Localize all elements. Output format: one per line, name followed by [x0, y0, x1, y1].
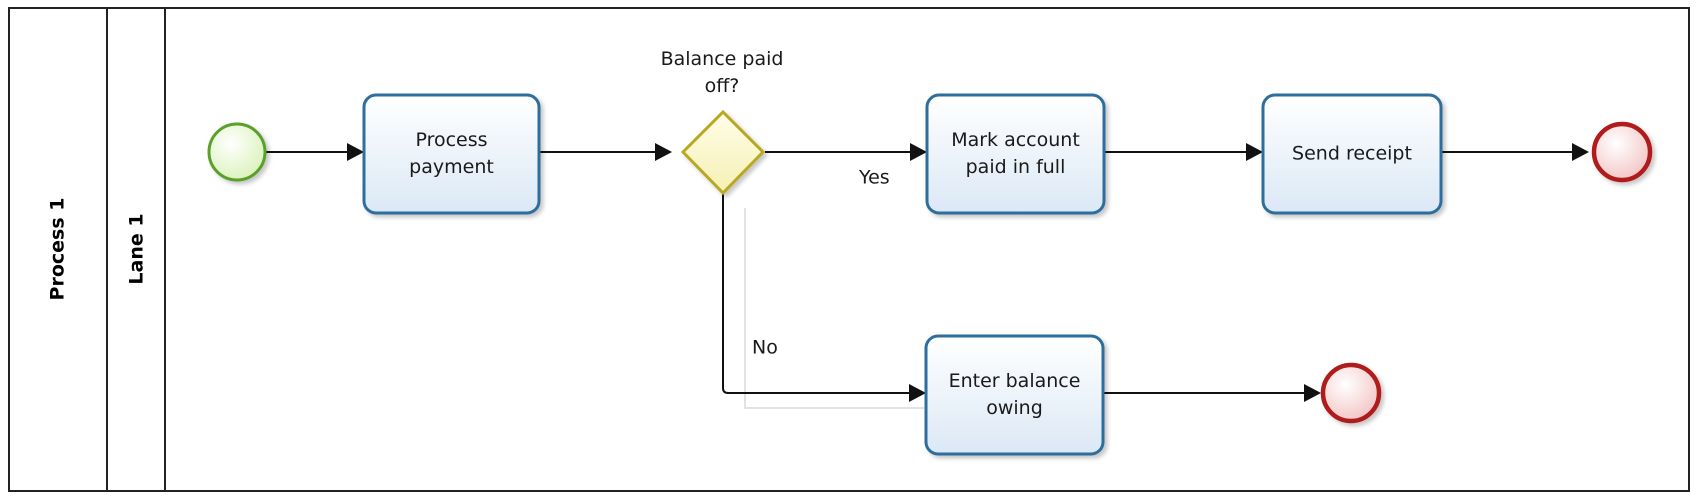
arrowhead	[655, 143, 672, 161]
label-line: Balance paid	[661, 48, 784, 70]
no-flow-shadow	[744, 208, 924, 409]
arrowhead	[1304, 384, 1321, 402]
pool-title: Process 1	[47, 198, 69, 301]
no-label: No	[752, 337, 778, 359]
task-mark-account-paid[interactable]: Mark account paid in full	[925, 93, 1106, 215]
task-enter-balance-owing[interactable]: Enter balance owing	[924, 334, 1105, 456]
label-line: payment	[409, 156, 494, 178]
gateway-question: Balance paid off?	[661, 48, 784, 97]
label-line: Process	[415, 129, 487, 151]
label-line: Enter balance	[949, 370, 1081, 392]
flow-receipt-to-end[interactable]	[1441, 143, 1589, 161]
pool-border	[8, 7, 1690, 492]
task-process-payment[interactable]: Process payment	[362, 93, 541, 215]
flow-gateway-yes[interactable]	[765, 143, 927, 161]
label-line: paid in full	[966, 156, 1066, 178]
exclusive-gateway[interactable]	[680, 109, 766, 196]
label-line: Send receipt	[1292, 143, 1412, 165]
task-process-payment-label: Process payment	[409, 129, 494, 178]
arrowhead	[910, 143, 927, 161]
flow-mark-to-receipt[interactable]	[1104, 143, 1263, 161]
label-line: Mark account	[951, 129, 1080, 151]
start-event[interactable]	[207, 122, 267, 182]
lane-title: Lane 1	[126, 213, 148, 284]
end-event-receipt[interactable]	[1591, 121, 1653, 183]
flow-balance-to-end[interactable]	[1103, 384, 1321, 402]
task-send-receipt-label: Send receipt	[1292, 143, 1412, 165]
task-enter-balance-label: Enter balance owing	[949, 370, 1081, 419]
label-line: off?	[705, 75, 740, 97]
task-mark-account-label: Mark account paid in full	[951, 129, 1080, 178]
arrowhead	[1246, 143, 1263, 161]
arrowhead	[347, 143, 364, 161]
flow-start-to-process[interactable]	[266, 143, 364, 161]
task-send-receipt[interactable]: Send receipt	[1261, 93, 1443, 215]
flow-gateway-no[interactable]	[722, 193, 926, 402]
flow-process-to-gateway[interactable]	[539, 143, 672, 161]
label-line: owing	[986, 397, 1043, 419]
arrowhead	[909, 384, 926, 402]
yes-label: Yes	[858, 167, 890, 189]
arrowhead	[1572, 143, 1589, 161]
end-event-balance[interactable]	[1320, 362, 1382, 424]
